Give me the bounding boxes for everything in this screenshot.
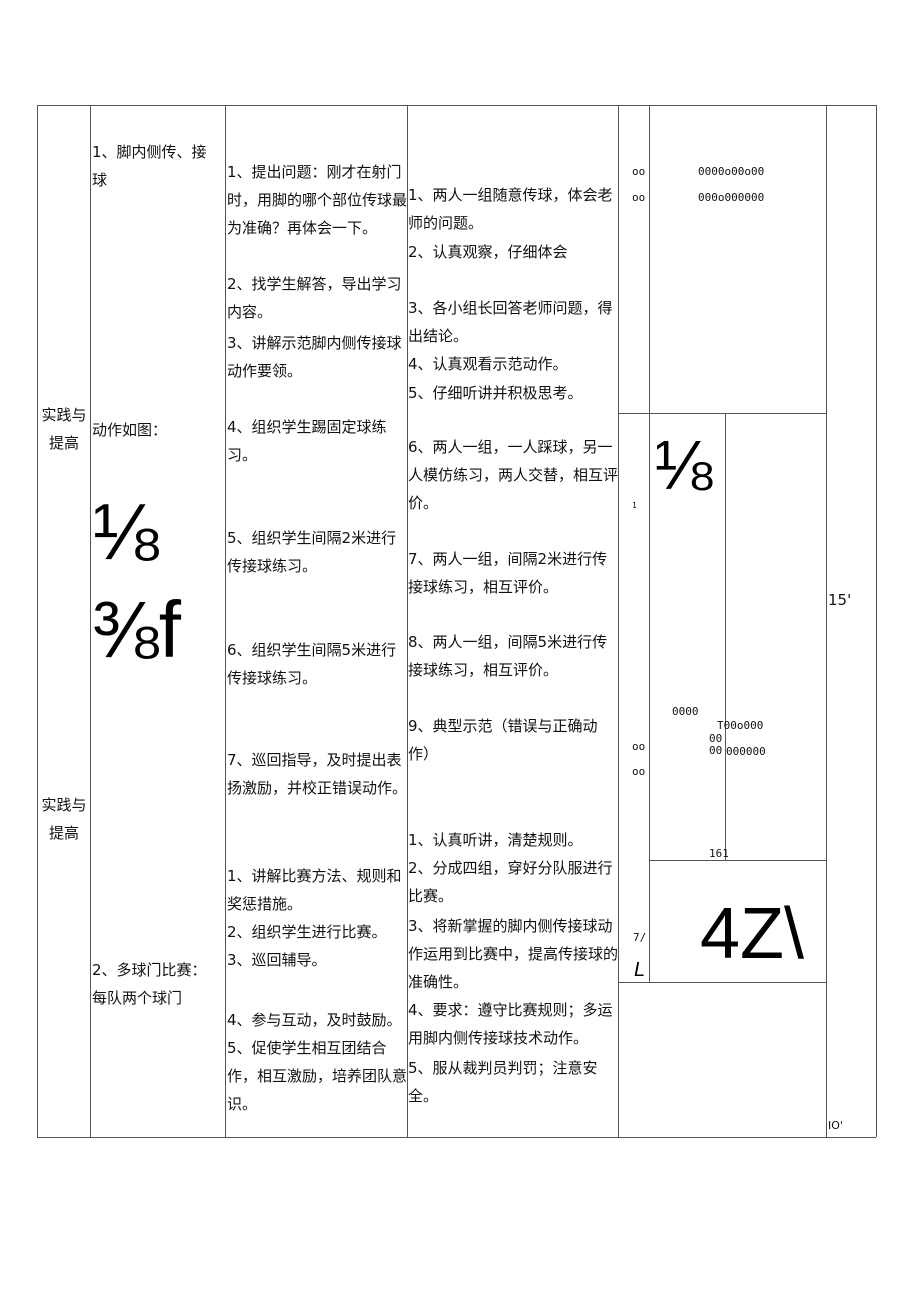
teacher-step: 5、促使学生相互团结合作，相互激励，培养团队意识。	[227, 1039, 408, 1113]
formation-figure: 4Z\	[700, 898, 805, 970]
formation-figure: ⅛	[654, 426, 713, 504]
formation-marks: 1	[632, 501, 637, 510]
formation-marks: 0000o00o00	[698, 165, 765, 178]
row-divider	[618, 413, 826, 414]
student-step: 6、两人一组，一人踩球，另一人模仿练习，两人交替，相互评价。	[408, 438, 619, 512]
student-step: 9、典型示范（错误与正确动作）	[408, 717, 598, 763]
student-step: 7、两人一组，间隔2米进行传接球练习，相互评价。	[408, 550, 608, 596]
time-value: IO'	[828, 1119, 843, 1132]
figure-label: 动作如图：	[92, 421, 168, 439]
formation-marks: 000o000000	[698, 191, 765, 204]
section-label: 实践与提高	[41, 406, 87, 452]
student-step: 2、分成四组，穿好分队服进行比赛。	[408, 859, 613, 905]
col-divider	[649, 105, 650, 982]
student-step: 4、要求：遵守比赛规则；多运用脚内侧传接球技术动作。	[408, 1001, 613, 1047]
table-border-top	[37, 105, 876, 106]
action-figure-2: ⅜f	[92, 585, 181, 674]
formation-marks: 00	[709, 744, 723, 757]
teacher-step: 3、巡回辅导。	[227, 951, 327, 969]
teacher-step: 6、组织学生间隔5米进行传接球练习。	[227, 641, 397, 687]
content-item-2: 2、多球门比赛：每队两个球门	[92, 961, 207, 1007]
student-step: 3、将新掌握的脚内侧传接球动作运用到比赛中，提高传接球的准确性。	[408, 917, 619, 991]
student-step: 4、认真观看示范动作。	[408, 355, 568, 373]
section-label: 实践与提高	[41, 796, 87, 842]
col-divider	[618, 105, 619, 1137]
teacher-step: 4、组织学生踢固定球练习。	[227, 418, 387, 464]
teacher-step: 5、组织学生间隔2米进行传接球练习。	[227, 529, 397, 575]
teacher-step: 2、组织学生进行比赛。	[227, 923, 387, 941]
time-value: 15'	[828, 591, 852, 609]
formation-marks: 00	[709, 732, 723, 745]
col-divider	[225, 105, 226, 1137]
teacher-step: 1、讲解比赛方法、规则和奖惩措施。	[227, 867, 402, 913]
student-step: 1、两人一组随意传球，体会老师的问题。	[408, 186, 613, 232]
teacher-step: 2、找学生解答，导出学习内容。	[227, 275, 402, 321]
student-step: 2、认真观察，仔细体会	[408, 243, 568, 261]
underline-mark	[685, 860, 709, 861]
teacher-step: 4、参与互动，及时鼓励。	[227, 1011, 402, 1029]
formation-marks: 0000	[672, 705, 699, 718]
student-step: 1、认真听讲，清楚规则。	[408, 831, 583, 849]
formation-marks: 000000	[726, 745, 766, 758]
student-step: 8、两人一组，间隔5米进行传接球练习，相互评价。	[408, 633, 608, 679]
student-step: 5、仔细听讲并积极思考。	[408, 384, 583, 402]
formation-marks: oo	[632, 740, 646, 753]
teacher-step: 1、提出问题：刚才在射门时，用脚的哪个部位传球最为准确？再体会一下。	[227, 163, 408, 237]
formation-marks: 7/	[633, 931, 647, 944]
formation-marks: oo	[632, 165, 646, 178]
formation-marks: oo	[632, 191, 646, 204]
col-divider	[90, 105, 91, 1137]
formation-marks: T00o000	[717, 719, 764, 732]
table-border-bottom	[37, 1137, 876, 1138]
teacher-step: 7、巡回指导，及时提出表扬激励，并校正错误动作。	[227, 751, 408, 797]
table-border-right	[876, 105, 877, 1137]
student-step: 3、各小组长回答老师问题，得出结论。	[408, 299, 613, 345]
row-divider	[618, 982, 826, 983]
formation-marks: L	[634, 959, 646, 981]
content-item-1: 1、脚内侧传、接球	[92, 143, 207, 189]
teacher-step: 3、讲解示范脚内侧传接球动作要领。	[227, 334, 402, 380]
formation-marks: 161	[709, 847, 729, 860]
action-figure-1: ⅛	[92, 487, 159, 576]
formation-marks: oo	[632, 765, 646, 778]
table-border-left	[37, 105, 38, 1137]
col-divider	[407, 105, 408, 1137]
row-divider	[649, 860, 826, 861]
col-divider	[725, 413, 726, 860]
student-step: 5、服从裁判员判罚；注意安全。	[408, 1059, 598, 1105]
col-divider	[826, 105, 827, 1137]
